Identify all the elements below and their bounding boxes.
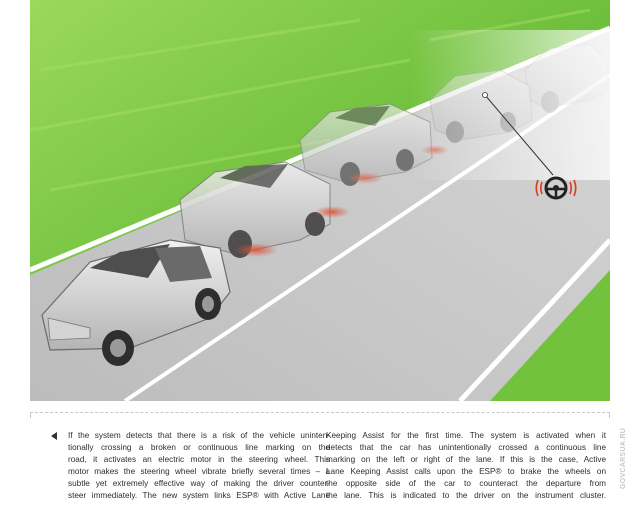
- caption-line: steer immediately. The new system links …: [68, 491, 330, 500]
- road-edge-line-bottom: [458, 238, 610, 401]
- car-lead: [41, 239, 231, 366]
- callout-line: [484, 94, 554, 176]
- grass-corner: [490, 270, 610, 401]
- caption-line: marking on the left or right of the lane…: [326, 455, 606, 464]
- caption-line: motor makes the steering wheel vibrate b…: [68, 467, 330, 476]
- motion-fade: [410, 30, 610, 180]
- caption-line: the lane. This is indicated to the drive…: [326, 491, 606, 500]
- caption-line: subtle yet extremely effective way of ma…: [68, 479, 330, 488]
- caption-divider: [30, 412, 610, 413]
- car-ghost-1: [179, 161, 350, 258]
- vibrating-steering-wheel-icon: [535, 176, 577, 200]
- caption-line: tionally crossing a broken or continuous…: [68, 443, 330, 452]
- watermark: GOVCARSUA.RU: [620, 427, 627, 489]
- caption-line: detects that the car has unintentionally…: [326, 443, 606, 452]
- triangle-left-icon: [51, 432, 57, 440]
- caption-column-right: Keeping Assist for the first time. The s…: [326, 430, 606, 502]
- brake-glow: [314, 206, 350, 218]
- car-ghost-2: [299, 103, 449, 186]
- caption-line: road, it activates an electric motor in …: [68, 455, 330, 464]
- caption-line: the opposite side of the car to countera…: [326, 479, 606, 488]
- caption-line: Lane Keeping Assist calls upon the ESP® …: [326, 467, 606, 476]
- caption-line: If the system detects that there is a ri…: [68, 431, 330, 440]
- caption-line: Keeping Assist for the first time. The s…: [326, 431, 606, 440]
- brake-glow: [347, 172, 383, 184]
- divider-tick-right: [609, 412, 610, 418]
- divider-tick-left: [30, 412, 31, 418]
- callout-dot: [482, 92, 488, 98]
- caption-column-left: If the system detects that there is a ri…: [68, 430, 330, 502]
- lane-keeping-illustration: [30, 0, 610, 401]
- brake-glow: [234, 243, 278, 257]
